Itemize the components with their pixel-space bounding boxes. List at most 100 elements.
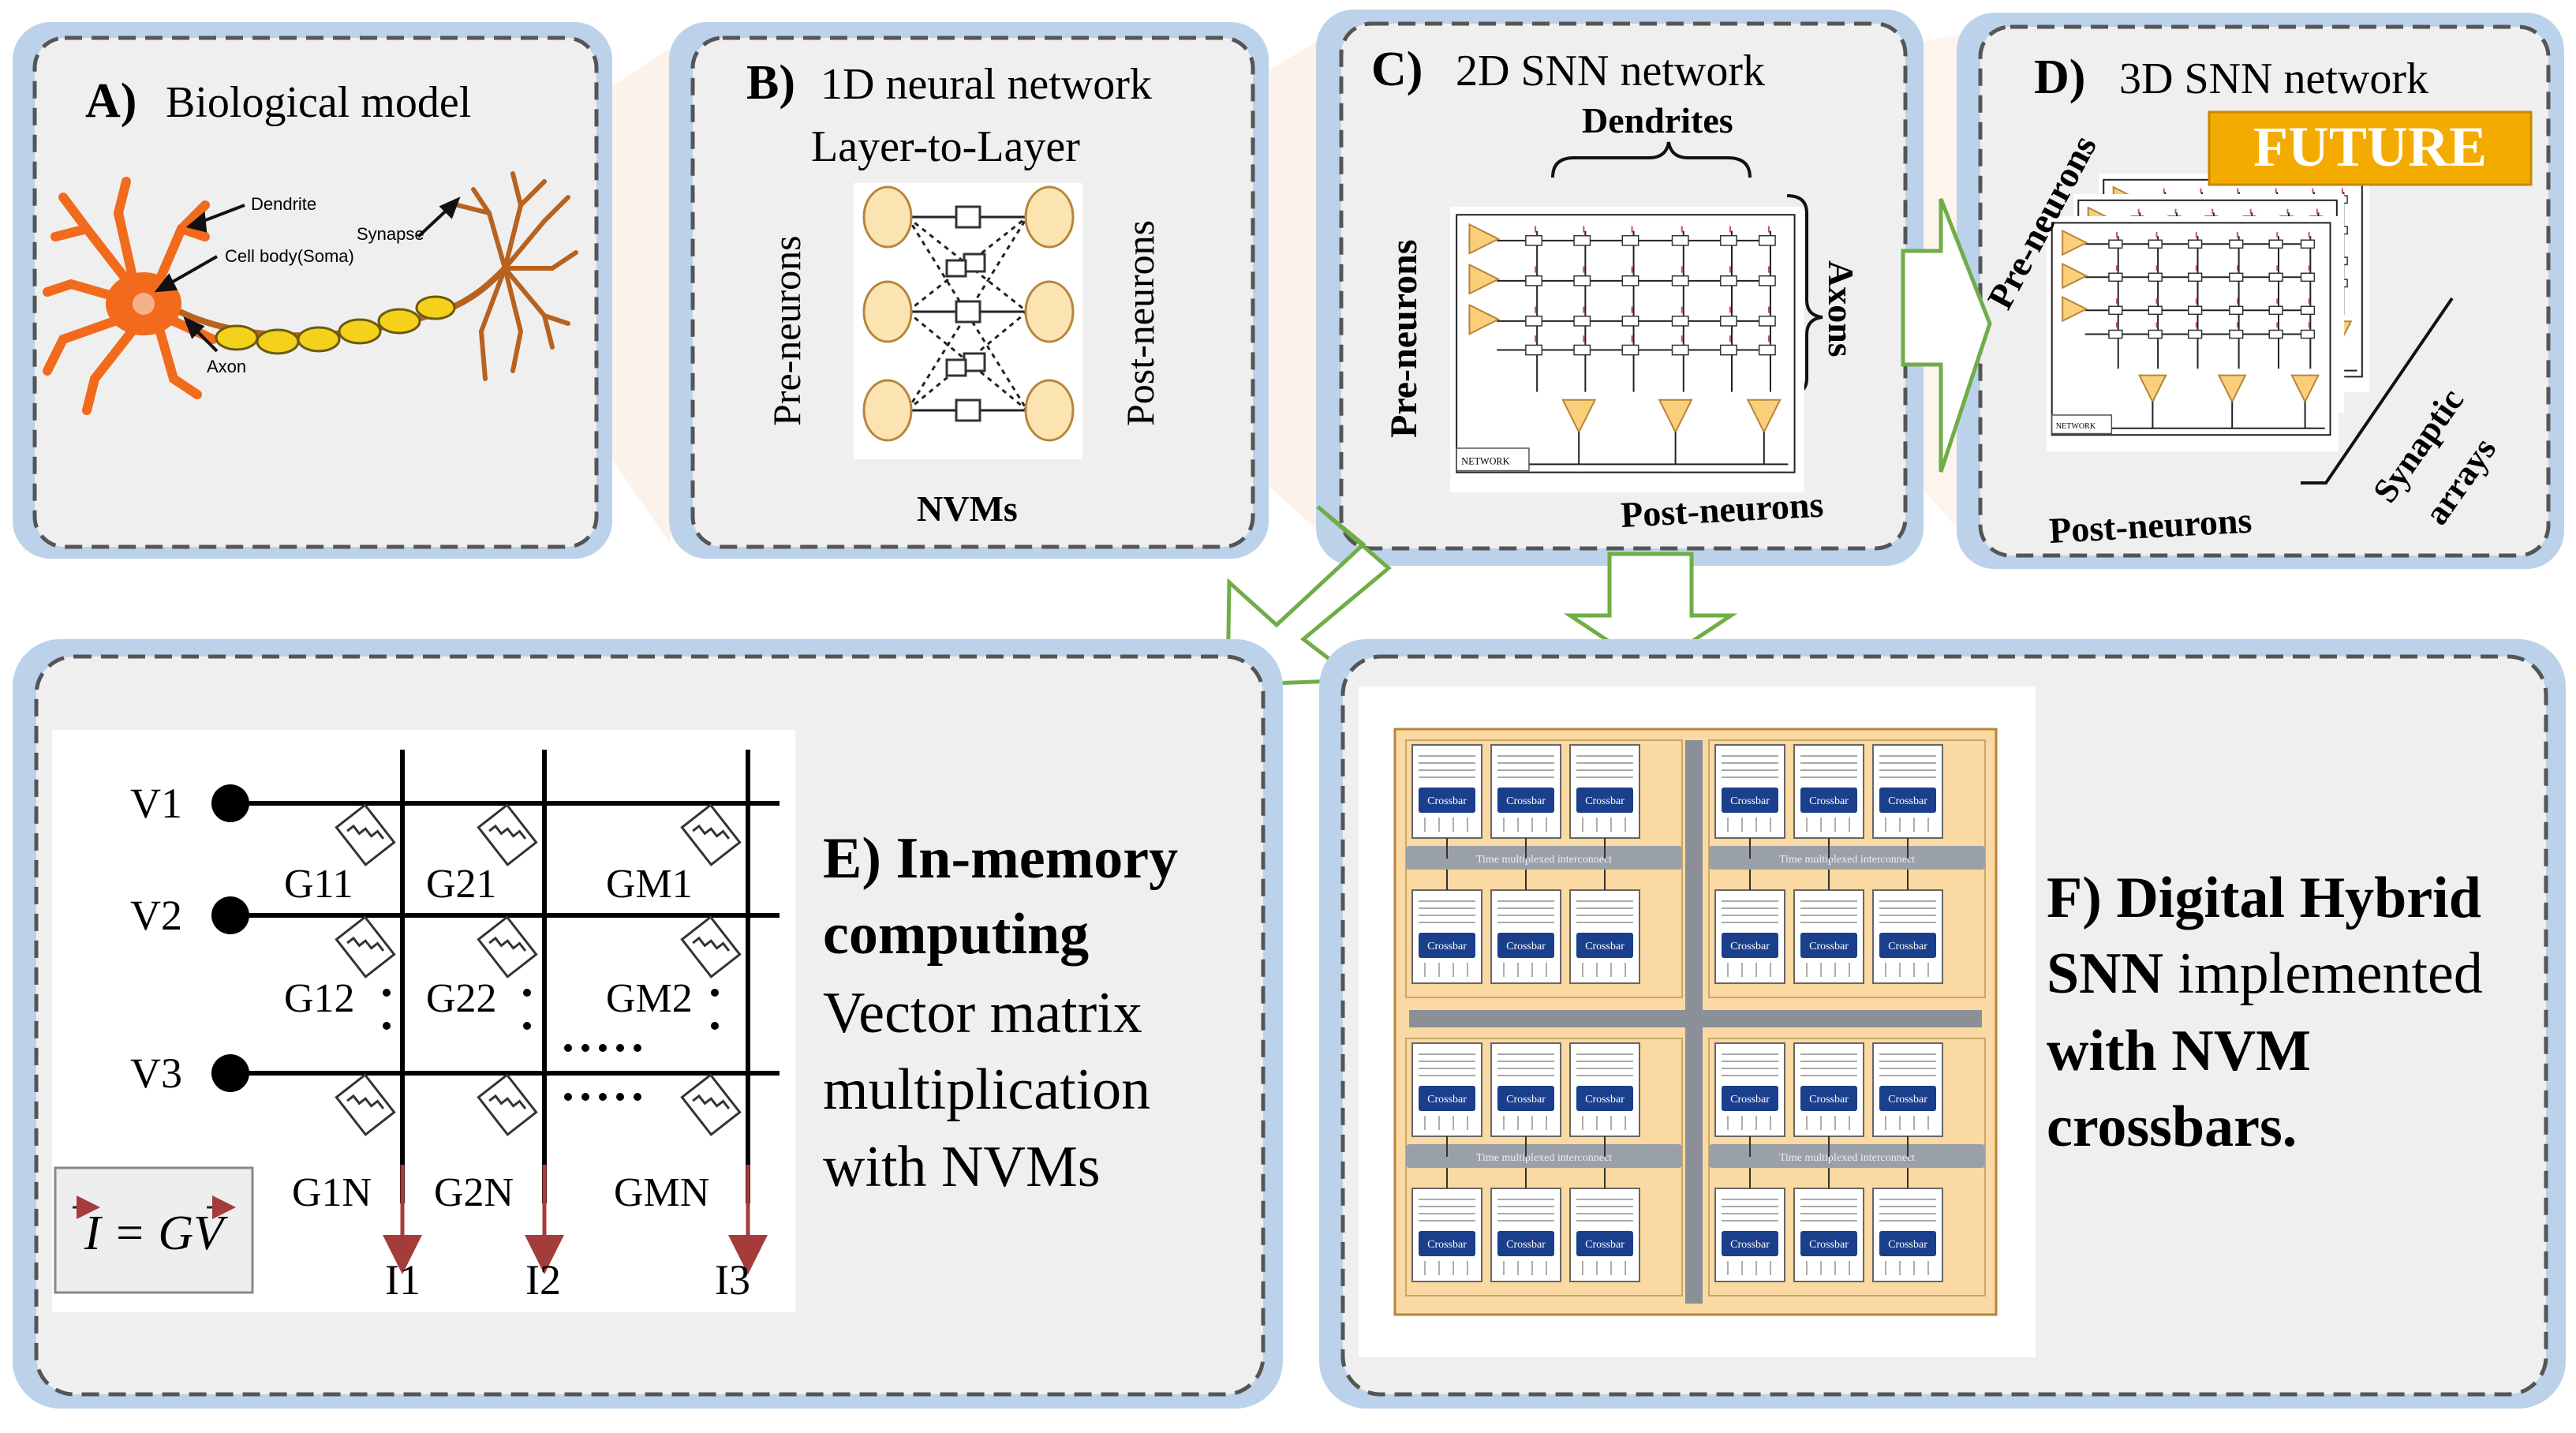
- crossbar-chip-label: Crossbar: [1809, 1094, 1849, 1106]
- crossbar-chip: [1497, 788, 1554, 813]
- interconnect-bar: [1709, 846, 1985, 870]
- chip-horizontal-bus: [1409, 1010, 1982, 1027]
- connector-wedge-bc: [1254, 32, 1333, 544]
- equation-text: I = GV: [84, 1207, 228, 1260]
- future-badge-bg: [2208, 110, 2533, 186]
- conductance-label: G22: [426, 976, 497, 1021]
- crossbar-cell: [2148, 329, 2163, 339]
- conductance-label: GMN: [614, 1170, 709, 1215]
- ellipsis-dot: [383, 1022, 391, 1030]
- post-neuron-triangle: [2217, 374, 2247, 404]
- post-neuron-triangle: [2290, 374, 2320, 404]
- crossbar-chip: [1497, 1086, 1554, 1111]
- crossbar-chip-label: Crossbar: [1506, 795, 1546, 807]
- panel-b-caption: NVMs: [917, 488, 1018, 529]
- crossbar-chip: [1419, 788, 1475, 813]
- current-label: I3: [715, 1256, 750, 1304]
- crossbar-frame: [1456, 214, 1796, 473]
- current-label: I2: [525, 1256, 561, 1304]
- ellipsis-dot: [523, 1022, 531, 1030]
- crossbar-chip: [1419, 1086, 1475, 1111]
- conductance-label: G12: [284, 976, 355, 1021]
- memristor-device: [680, 915, 742, 978]
- ellipsis-dot: [383, 989, 391, 997]
- crossbar-cell: [2229, 305, 2244, 316]
- crossbar-cell: [2108, 305, 2123, 316]
- post-neuron-nodes: [1024, 185, 1075, 442]
- memristor-zigzag: [488, 936, 527, 952]
- crossbar-frame: [2051, 222, 2331, 436]
- panel-f-heading-3: with NVM: [2047, 1019, 2311, 1083]
- memristor-device: [335, 915, 396, 978]
- crossbar-cell: [1758, 275, 1776, 286]
- panel-b-subtitle: Layer-to-Layer: [811, 122, 1080, 171]
- panel-f-heading-4: crossbars.: [2047, 1094, 2297, 1159]
- panel-a-box: [32, 36, 599, 549]
- crossbar-cell: [1719, 275, 1737, 286]
- crossbar-chip: [1722, 933, 1778, 958]
- interconnect-bar: [1406, 846, 1682, 870]
- arrow-c-to-d: [1901, 198, 1992, 473]
- synaptic-brace: [2301, 297, 2454, 485]
- crossbar-chip-label: Crossbar: [1730, 1239, 1770, 1251]
- crossbar-chip-label: Crossbar: [1427, 1239, 1467, 1251]
- label-soma: Cell body(Soma): [225, 246, 354, 266]
- nucleus: [133, 293, 155, 315]
- conductance-label: G21: [426, 862, 497, 907]
- crossbar-cell: [1621, 234, 1639, 246]
- crossbar-3d-diagram: NETWORK: [2047, 174, 2370, 452]
- annotation-arrows: [154, 196, 461, 353]
- crossbar-cell: [1758, 234, 1776, 246]
- panel-b-letter: B): [746, 56, 795, 110]
- interconnect-bar: [1406, 1144, 1682, 1168]
- panel-f-heading-2-bold: SNN: [2047, 941, 2163, 1006]
- panel-c-title: 2D SNN network: [1456, 47, 1765, 95]
- crossbar-cell: [1671, 234, 1689, 246]
- dendrites-brace: [1551, 141, 1752, 178]
- conductance-label: G11: [284, 862, 353, 907]
- pre-neuron-triangle: [1468, 263, 1501, 295]
- neuron-illustration: Dendrite Cell body(Soma) Axon Synapse: [43, 171, 578, 415]
- memristor-zigzag: [692, 936, 731, 952]
- panel-e-body-3: with NVMs: [823, 1135, 1101, 1199]
- crossbar-chip: [1722, 1086, 1778, 1111]
- voltage-label: V2: [130, 892, 182, 939]
- post-neuron-triangle: [1561, 398, 1597, 434]
- memristor-zigzag: [346, 936, 385, 952]
- network-box: [1456, 447, 1530, 472]
- crossbar-cell: [1621, 275, 1639, 286]
- crossbar-chip: [1879, 788, 1936, 813]
- interconnect-label: Time multiplexed interconnect: [1779, 1152, 1915, 1164]
- crossbar-cell: [2268, 305, 2283, 316]
- label-axon: Axon: [207, 357, 246, 376]
- voltage-label: V3: [130, 1049, 182, 1097]
- memristor-zigzag: [346, 1094, 385, 1109]
- crossbar-cell: [2188, 239, 2203, 249]
- pre-neuron-triangle: [2062, 262, 2088, 290]
- panel-b-post-label: Post-neurons: [1118, 220, 1162, 426]
- ellipsis-dot: [711, 989, 719, 997]
- pre-neuron-triangle: [1468, 223, 1501, 255]
- panel-a-title: Biological model: [166, 78, 471, 127]
- crossbar-cell: [2108, 329, 2123, 339]
- ellipsis-dot: [616, 1044, 624, 1052]
- conductance-label: GM1: [606, 862, 693, 907]
- memristor-device: [680, 803, 742, 866]
- crossbar-cell: [2229, 272, 2244, 282]
- panel-f-heading-2-rest: implemented: [2163, 941, 2483, 1006]
- crossbar-chip: [1497, 933, 1554, 958]
- memristor-device: [335, 803, 396, 866]
- panel-c-letter: C): [1371, 43, 1423, 96]
- nvm-devices: [945, 205, 986, 422]
- future-badge: FUTURE: [2208, 110, 2533, 186]
- axon-terminals: [455, 171, 578, 381]
- connector-wedge-ab: [600, 47, 671, 544]
- memristor-zigzag: [346, 824, 385, 840]
- post-neuron-triangle: [1658, 398, 1693, 434]
- crossbar-cell: [2268, 329, 2283, 339]
- network-box: [2051, 414, 2113, 435]
- crossbar-cell: [1758, 344, 1776, 356]
- crossbar-cell: [1621, 344, 1639, 356]
- crossbar-chip-label: Crossbar: [1585, 941, 1624, 952]
